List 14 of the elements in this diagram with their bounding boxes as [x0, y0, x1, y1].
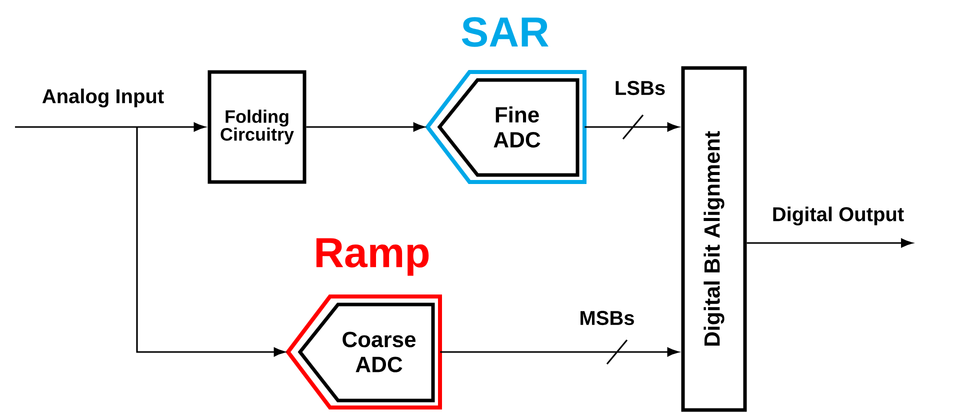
arrow: [136, 127, 286, 356]
edge-label: Digital Output: [770, 206, 906, 226]
alignment-block: Digital Bit Alignment: [681, 66, 747, 412]
block-label: SAR: [462, 17, 548, 47]
arrow: [306, 122, 425, 132]
arrow: [584, 114, 679, 140]
process-box: Folding Circuitry: [208, 70, 306, 184]
block-label: Ramp: [316, 238, 429, 276]
edge-label: LSBs: [613, 80, 667, 96]
edge-label: Analog Input: [40, 88, 166, 108]
arrow: [746, 238, 912, 248]
arrow: [440, 339, 679, 365]
edge-label: MSBs: [578, 310, 636, 326]
arrow: [15, 122, 206, 132]
